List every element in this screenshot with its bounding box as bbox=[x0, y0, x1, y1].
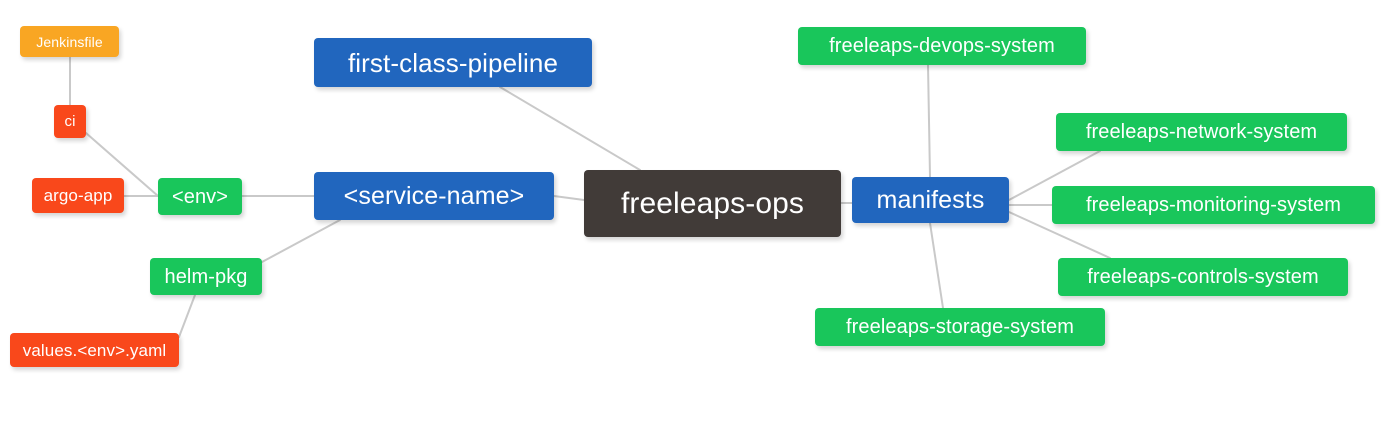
edge-manifests-to-freeleaps-devops-system bbox=[927, 64, 931, 178]
node-freeleaps-ops[interactable]: freeleaps-ops bbox=[584, 170, 841, 237]
node-jenkinsfile[interactable]: Jenkinsfile bbox=[20, 26, 119, 57]
edge-service-name-to-freeleaps-ops bbox=[553, 195, 585, 201]
edge-first-class-pipeline-to-freeleaps-ops bbox=[499, 86, 641, 171]
edge-helm-pkg-to-service-name bbox=[261, 219, 341, 263]
node-label-manifests: manifests bbox=[876, 185, 985, 214]
node-label-service-name: <service-name> bbox=[343, 181, 525, 210]
node-helm-pkg[interactable]: helm-pkg bbox=[150, 258, 262, 295]
node-argo-app[interactable]: argo-app bbox=[32, 178, 124, 213]
edge-manifests-to-freeleaps-storage-system bbox=[929, 222, 944, 309]
node-service-name[interactable]: <service-name> bbox=[314, 172, 554, 220]
node-freeleaps-monitoring-system[interactable]: freeleaps-monitoring-system bbox=[1052, 186, 1375, 224]
node-label-first-class-pipeline: first-class-pipeline bbox=[347, 47, 559, 78]
node-label-freeleaps-devops-system: freeleaps-devops-system bbox=[829, 35, 1055, 57]
node-label-env: <env> bbox=[171, 185, 229, 208]
node-label-ci: ci bbox=[64, 113, 76, 130]
node-first-class-pipeline[interactable]: first-class-pipeline bbox=[314, 38, 592, 87]
node-label-freeleaps-ops: freeleaps-ops bbox=[620, 186, 805, 220]
node-ci[interactable]: ci bbox=[54, 105, 86, 138]
node-freeleaps-controls-system[interactable]: freeleaps-controls-system bbox=[1058, 258, 1348, 296]
edge-values-env-yaml-to-helm-pkg bbox=[178, 294, 196, 338]
node-label-freeleaps-controls-system: freeleaps-controls-system bbox=[1087, 266, 1319, 288]
node-label-freeleaps-storage-system: freeleaps-storage-system bbox=[845, 316, 1075, 338]
node-env[interactable]: <env> bbox=[158, 178, 242, 215]
node-label-argo-app: argo-app bbox=[43, 186, 113, 205]
node-freeleaps-devops-system[interactable]: freeleaps-devops-system bbox=[798, 27, 1086, 65]
node-label-freeleaps-network-system: freeleaps-network-system bbox=[1085, 121, 1318, 143]
node-label-values-env-yaml: values.<env>.yaml bbox=[22, 340, 167, 360]
node-manifests[interactable]: manifests bbox=[852, 177, 1009, 223]
node-values-env-yaml[interactable]: values.<env>.yaml bbox=[10, 333, 179, 367]
node-freeleaps-storage-system[interactable]: freeleaps-storage-system bbox=[815, 308, 1105, 346]
node-label-helm-pkg: helm-pkg bbox=[164, 265, 248, 288]
node-label-freeleaps-monitoring-system: freeleaps-monitoring-system bbox=[1085, 194, 1341, 216]
node-freeleaps-network-system[interactable]: freeleaps-network-system bbox=[1056, 113, 1347, 151]
node-label-jenkinsfile: Jenkinsfile bbox=[36, 33, 103, 50]
